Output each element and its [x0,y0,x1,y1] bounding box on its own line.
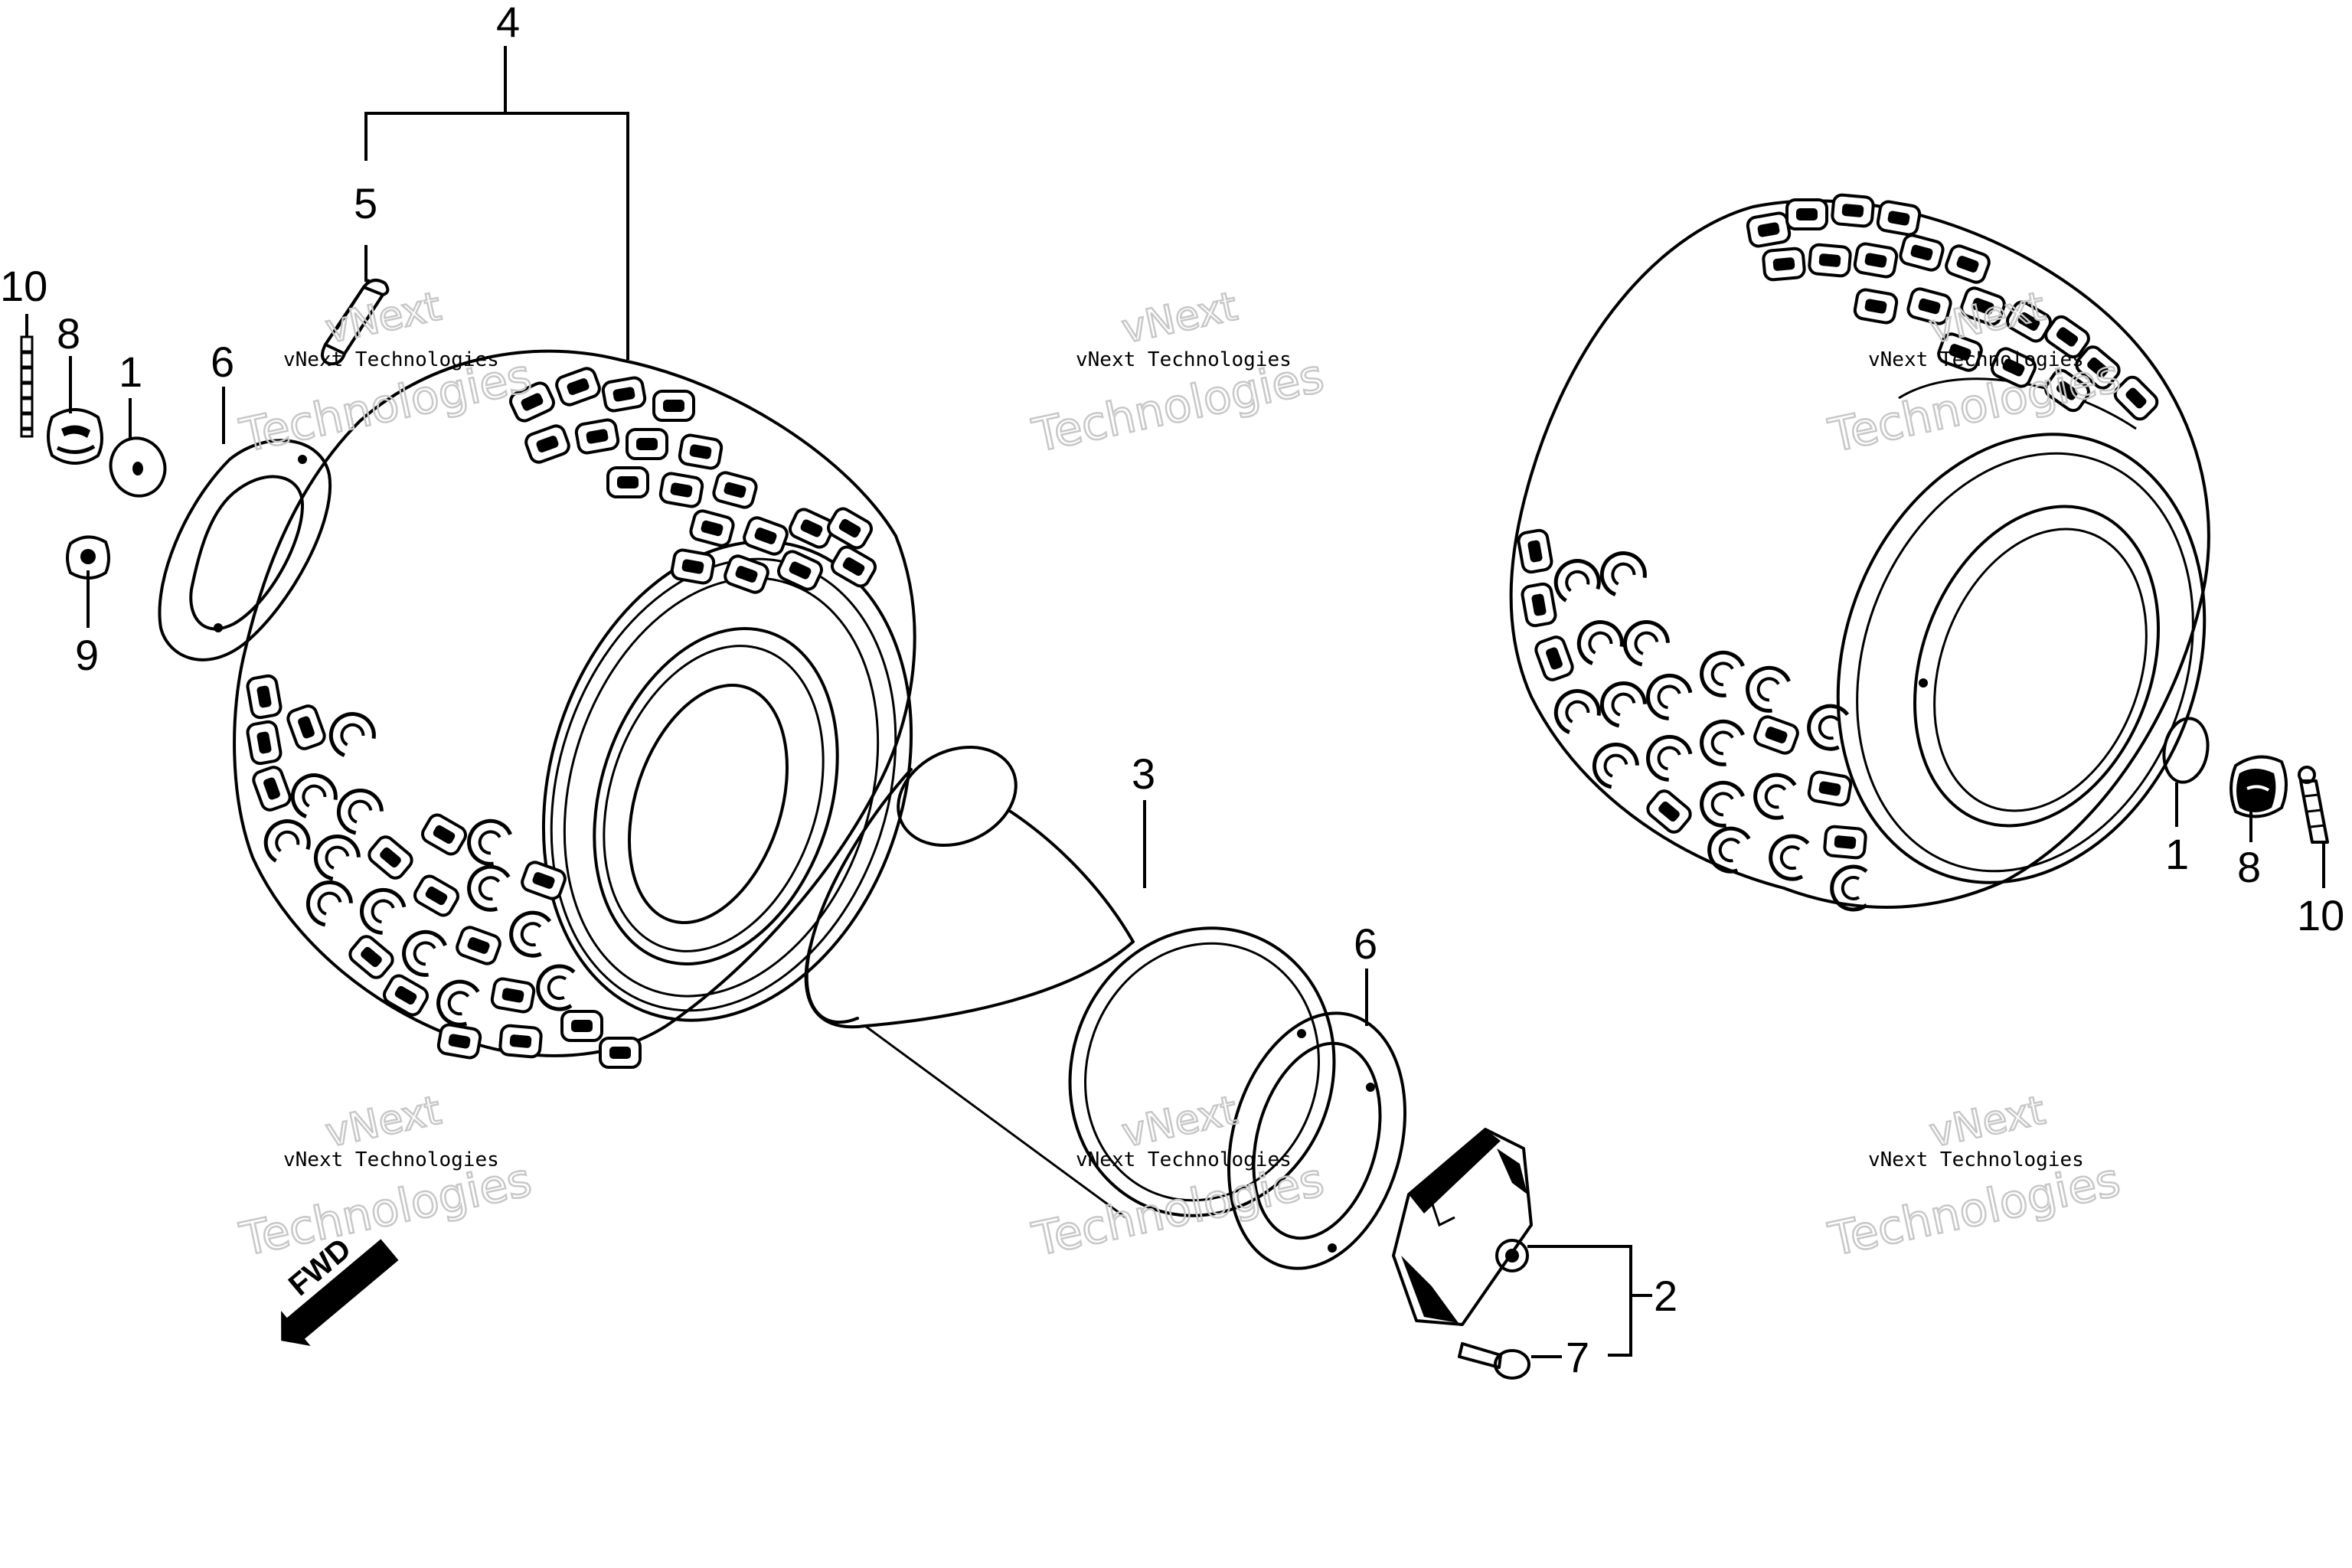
nut-9 [66,535,110,580]
callout-1-left: 1 [119,348,142,396]
left-rim-ring [158,439,332,662]
hub-cap [1392,1128,1533,1326]
callout-5: 5 [354,179,377,227]
watermark-bottom-right: vNext vNext Technologies Technologies [1823,1086,2125,1268]
callout-2: 2 [1654,1272,1677,1320]
callout-4: 4 [496,0,520,46]
svg-text:vNext Technologies: vNext Technologies [283,348,499,371]
callout-labels: 4 5 10 8 1 6 9 3 6 2 7 1 8 10 [0,0,2344,1381]
svg-text:vNext: vNext [322,283,445,352]
svg-text:vNext Technologies: vNext Technologies [1868,348,2084,371]
lug-nut-left [47,408,103,465]
watermark-bottom-left: vNext vNext Technologies Technologies [234,1086,537,1268]
right-tire [1509,199,2210,909]
watermark-top-center: vNext vNext Technologies Technologies [1027,283,1329,464]
lug-nut-right [2230,755,2288,818]
svg-text:vNext: vNext [322,1087,445,1156]
leader-lines [25,46,2325,1358]
callout-3: 3 [1132,750,1155,798]
watermark-top-left: vNext vNext Technologies Technologies [234,283,537,464]
svg-text:vNext Technologies: vNext Technologies [1868,1148,2084,1171]
washer-right [2162,717,2210,784]
callout-7: 7 [1566,1333,1589,1381]
callout-6-center: 6 [1354,920,1377,968]
center-rim-ring [1227,1011,1407,1270]
hub-spacer [804,745,1336,1219]
callout-8-left: 8 [57,309,80,358]
callout-1-right: 1 [2165,830,2189,878]
left-tire [233,349,916,1057]
svg-text:vNext: vNext [1118,283,1241,352]
callout-10-right: 10 [2297,891,2344,939]
callout-9: 9 [75,631,99,679]
callout-6-left: 6 [211,338,234,386]
stud-bolt-left [20,335,34,438]
svg-text:vNext: vNext [1118,1087,1241,1156]
svg-text:vNext: vNext [1926,1087,2049,1156]
hub-cap-bolt [1458,1342,1530,1380]
valve-stem [321,279,390,366]
svg-text:vNext Technologies: vNext Technologies [1076,348,1292,371]
stud-bolt-right [2298,766,2329,844]
svg-text:vNext Technologies: vNext Technologies [283,1148,499,1171]
washer-left [109,436,167,498]
svg-text:vNext Technologies: vNext Technologies [1076,1148,1292,1171]
left-tire-tread [506,364,880,596]
callout-10-left: 10 [0,262,47,310]
callout-8-right: 8 [2237,843,2261,891]
